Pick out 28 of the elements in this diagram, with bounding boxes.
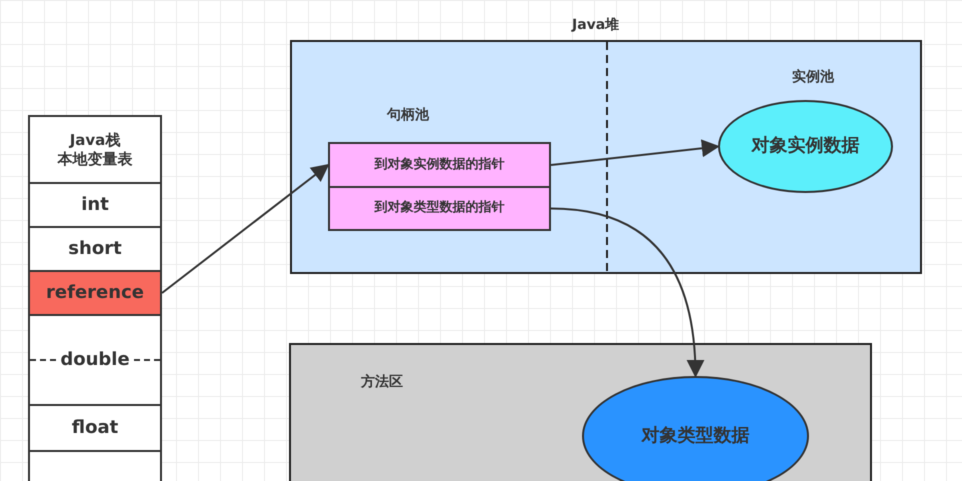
stack-slot [28, 270, 162, 316]
slot-label: int [81, 194, 109, 216]
stack-slot [28, 226, 162, 272]
pointer-box [328, 142, 551, 188]
arrow [161, 164, 330, 294]
region-label: 实例池 [792, 68, 834, 86]
method-area-region [289, 343, 872, 481]
arrow [550, 208, 704, 378]
region-label: 句柄池 [387, 106, 429, 124]
pointer-box [328, 186, 551, 231]
stack-slot [28, 182, 162, 228]
empty-stack-slot [28, 450, 162, 481]
slot-label: Java栈 [70, 130, 120, 150]
stack-slot [28, 115, 162, 184]
slot-label: float [72, 416, 118, 440]
slot-label: 到对象实例数据的指针 [374, 156, 504, 174]
slot-label: short [68, 238, 122, 260]
slot-label: reference [46, 282, 144, 304]
stack-slot [28, 314, 162, 406]
region-label: Java堆 [572, 16, 620, 34]
slot-label: 本地变量表 [58, 150, 132, 168]
arrow [550, 139, 720, 166]
stack-slot [28, 404, 162, 452]
ellipse-label: 对象类型数据 [642, 424, 750, 448]
slot-label: 到对象类型数据的指针 [374, 200, 504, 217]
region-label: 方法区 [361, 373, 403, 391]
slot-label: double [60, 348, 130, 372]
ellipse-label: 对象实例数据 [752, 135, 860, 158]
